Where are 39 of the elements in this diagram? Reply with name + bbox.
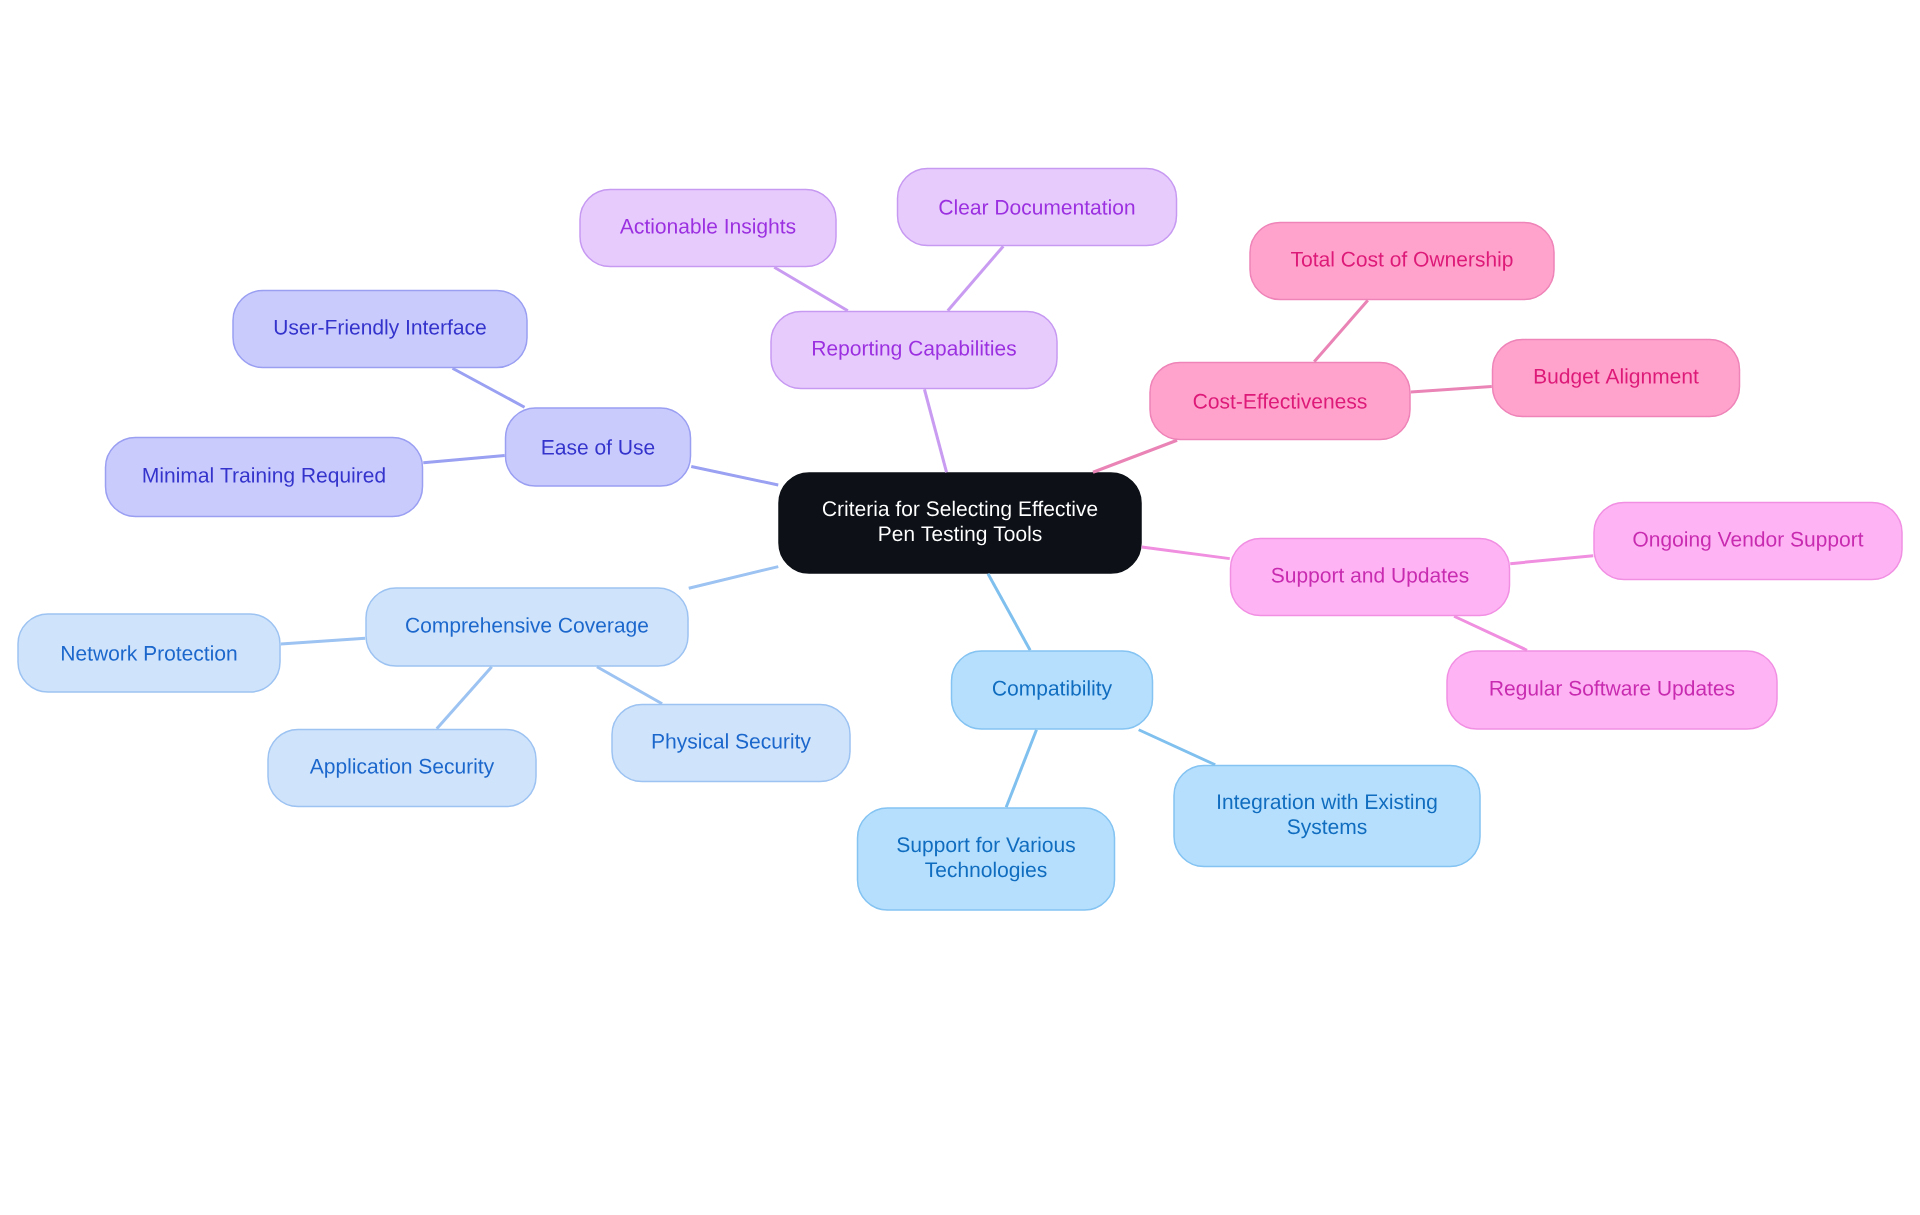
connector-line: [1141, 545, 1230, 561]
connector-line: [1410, 385, 1492, 394]
connector-line: [596, 665, 663, 706]
subtopic-box: Total Cost of Ownership: [1249, 221, 1555, 301]
topic-box: Compatibility: [950, 650, 1154, 730]
subtopic-box: Support for Various Technologies: [856, 807, 1116, 911]
connector-line: [451, 366, 526, 409]
connector-line: [690, 465, 779, 487]
subtopic-box: Integration with Existing Systems: [1173, 764, 1481, 868]
topic-box: Reporting Capabilities: [770, 310, 1058, 390]
connector-line: [1313, 299, 1369, 363]
subtopic-box: Regular Software Updates: [1446, 650, 1778, 730]
subtopic-box: Physical Security: [611, 703, 851, 783]
subtopic-box: Application Security: [267, 728, 537, 808]
connector-line: [1004, 729, 1038, 808]
topic-box: Cost-Effectiveness: [1149, 361, 1411, 441]
topic-box: Comprehensive Coverage: [365, 587, 689, 667]
connector-line: [280, 636, 366, 646]
connector-line: [923, 388, 948, 473]
topic-box: Ease of Use: [504, 407, 692, 487]
connector-line: [773, 265, 849, 313]
connector-line: [946, 245, 1005, 312]
connector-line: [423, 453, 505, 465]
subtopic-box: Clear Documentation: [896, 167, 1178, 247]
connector-line: [1092, 438, 1178, 474]
connector-line: [1138, 728, 1216, 767]
subtopic-box: Ongoing Vendor Support: [1593, 501, 1903, 581]
connector-line: [986, 573, 1032, 651]
connector-line: [435, 665, 493, 730]
subtopic-box: Actionable Insights: [579, 188, 837, 268]
connector-line: [688, 565, 779, 590]
subtopic-box: User-Friendly Interface: [232, 289, 528, 369]
topic-box: Support and Updates: [1229, 537, 1511, 617]
connector-line: [1453, 614, 1528, 652]
connector-line: [1510, 554, 1594, 566]
subtopic-box: Network Protection: [17, 613, 281, 693]
subtopic-box: Minimal Training Required: [104, 436, 424, 518]
central-topic-box: Criteria for Selecting Effective Pen Testing Tools: [778, 472, 1142, 574]
subtopic-box: Budget Alignment: [1491, 338, 1741, 418]
